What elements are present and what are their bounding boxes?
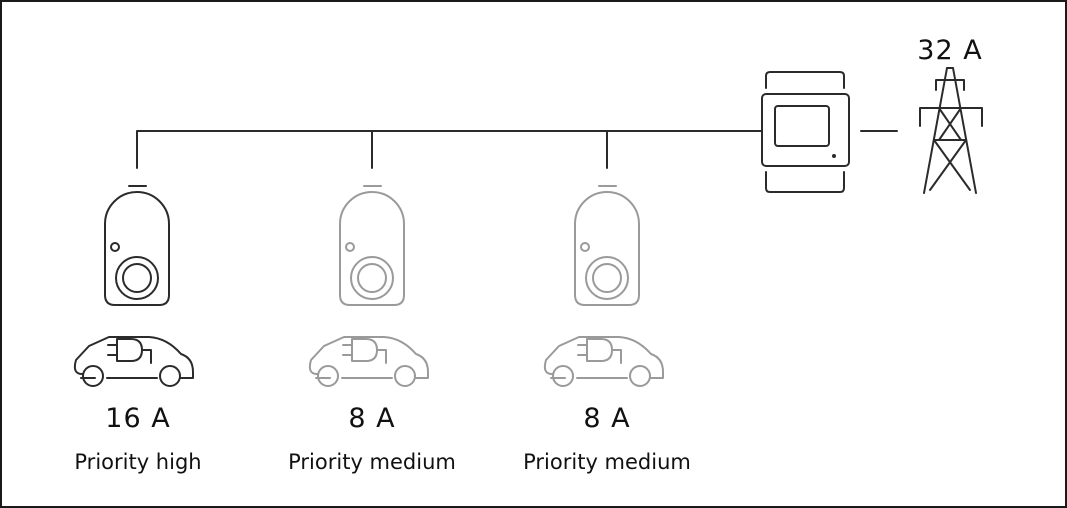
charger-priority-label: Priority medium — [523, 450, 691, 474]
charger-current-label: 8 A — [348, 403, 396, 434]
charger-current-label: 8 A — [583, 403, 631, 434]
bus-line — [136, 130, 898, 169]
grid-current-label: 32 A — [917, 35, 983, 66]
charger-priority-label: Priority high — [74, 450, 202, 474]
charger-priority-label: Priority medium — [288, 450, 456, 474]
charger-current-label: 16 A — [105, 403, 171, 434]
